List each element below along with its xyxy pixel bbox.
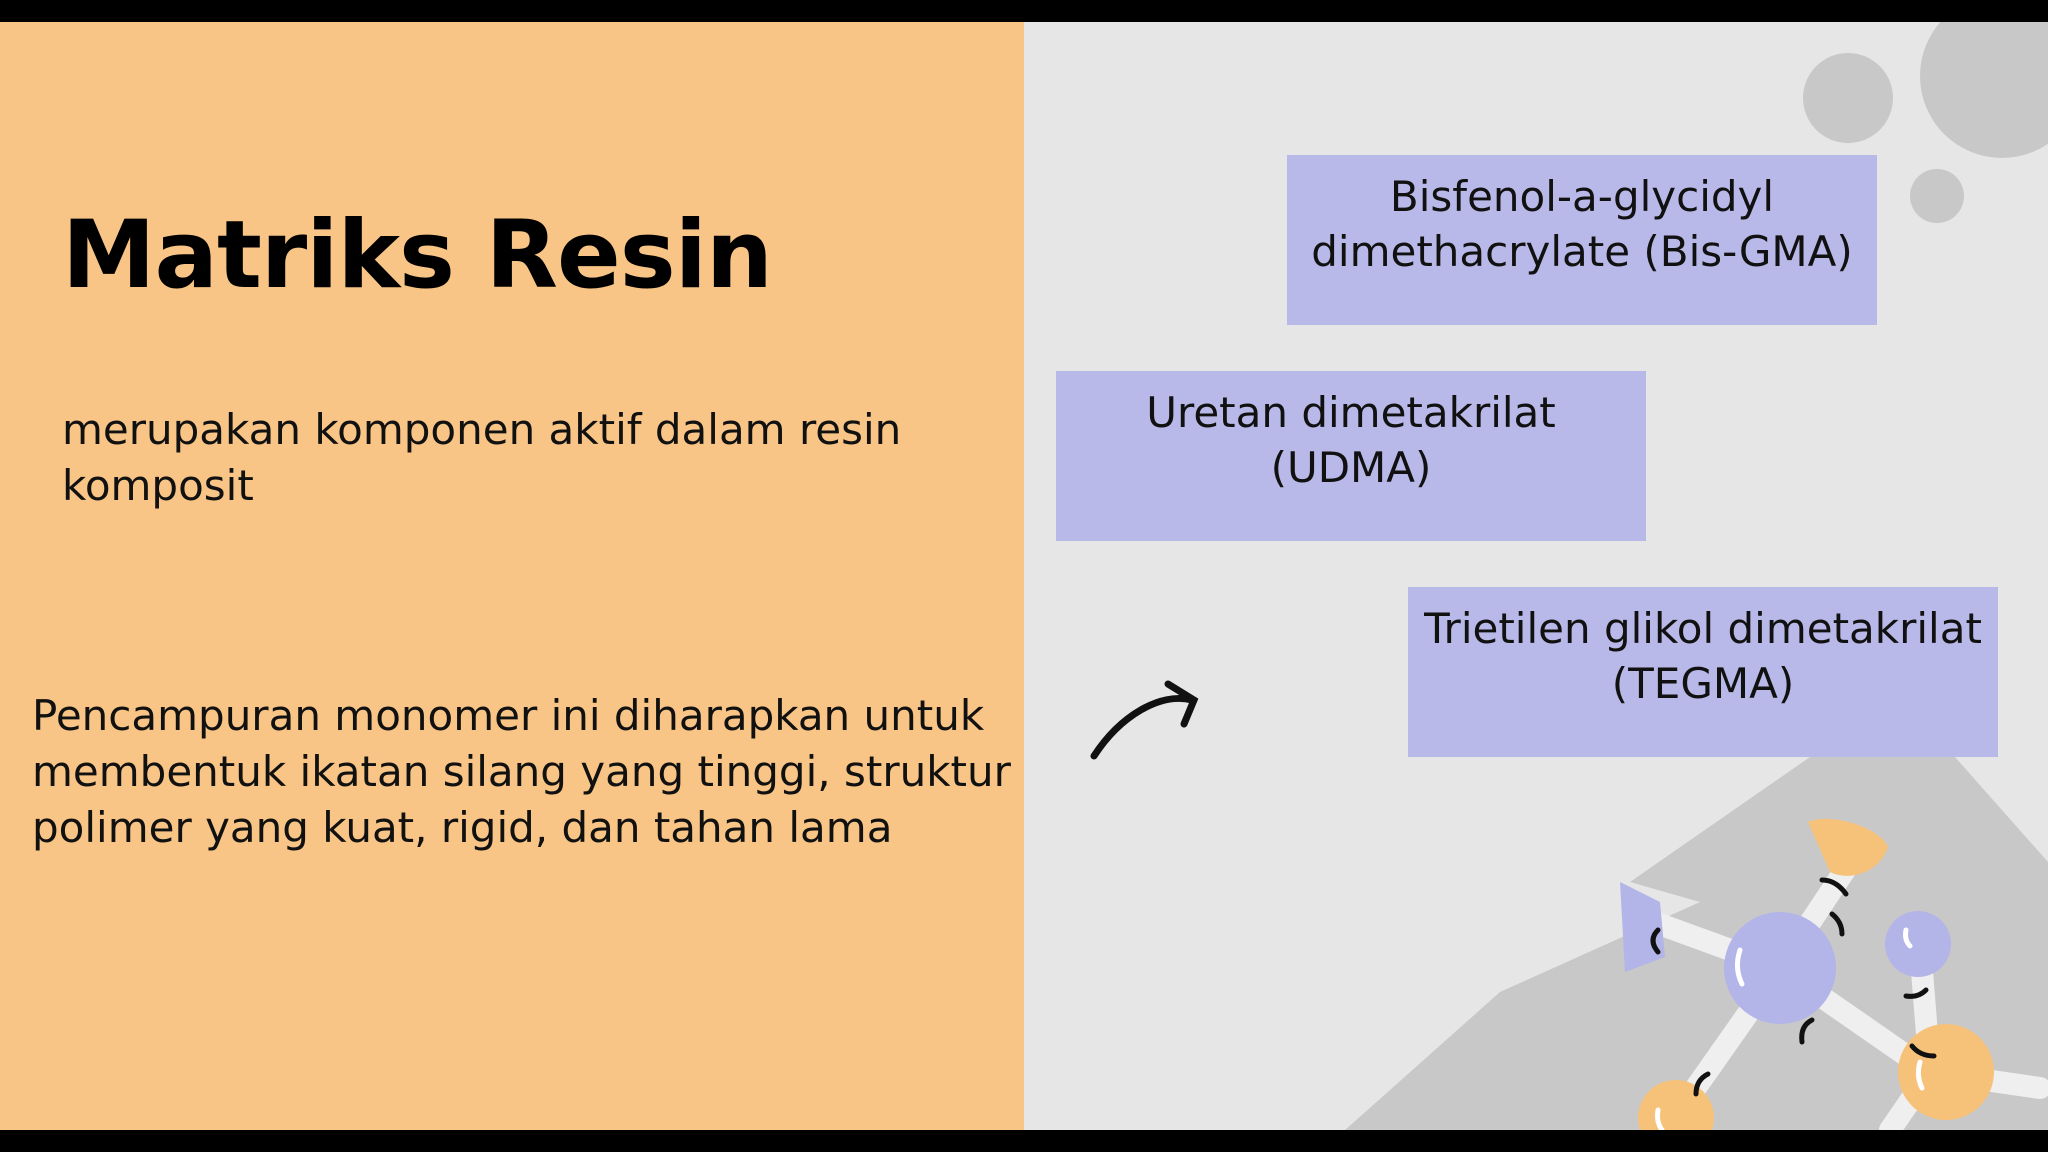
monomer-label: Uretan dimetakrilat (UDMA) — [1146, 388, 1556, 492]
left-panel — [0, 22, 1024, 1130]
monomer-box-tegma: Trietilen glikol dimetakrilat (TEGMA) — [1408, 587, 1998, 757]
slide-subtitle: merupakan komponen aktif dalam resin kom… — [62, 405, 902, 510]
slide-body-text: Pencampuran monomer ini diharapkan untuk… — [32, 691, 1011, 852]
monomer-box-bis-gma: Bisfenol-a-glycidyl dimethacrylate (Bis-… — [1287, 155, 1877, 325]
monomer-box-udma: Uretan dimetakrilat (UDMA) — [1056, 371, 1646, 541]
monomer-label: Trietilen glikol dimetakrilat (TEGMA) — [1424, 604, 1982, 708]
slide: Matriks Resin merupakan komponen aktif d… — [0, 22, 2048, 1130]
monomer-label: Bisfenol-a-glycidyl dimethacrylate (Bis-… — [1311, 172, 1853, 276]
slide-title: Matriks Resin — [62, 201, 773, 310]
